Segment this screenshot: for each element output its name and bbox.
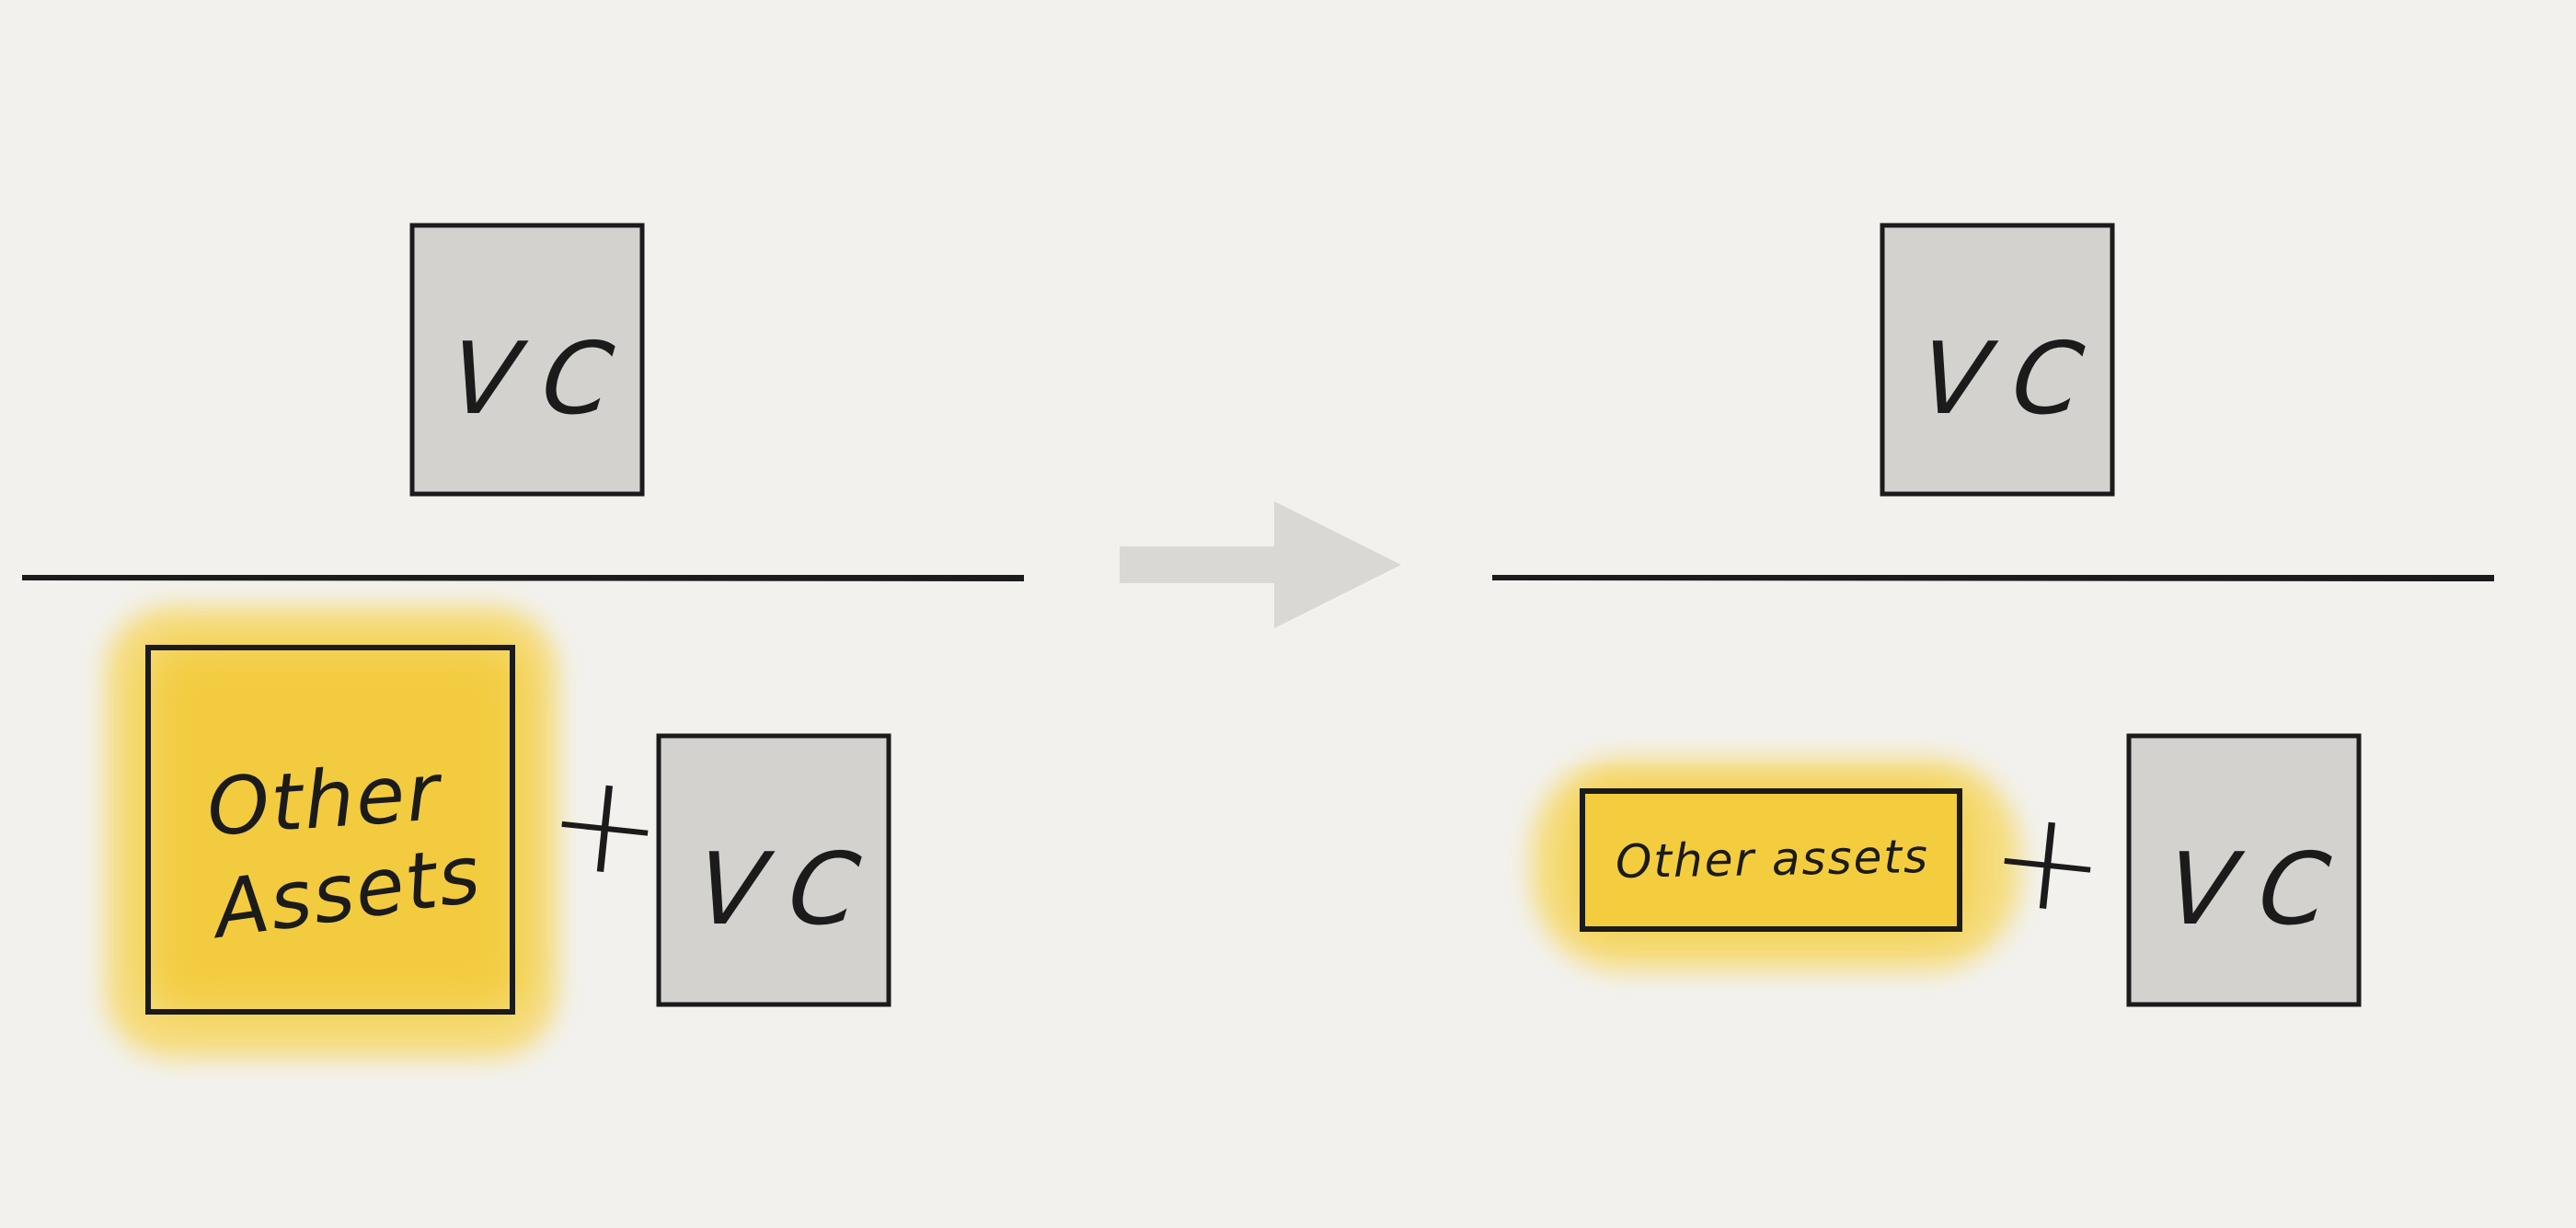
right-plus-sign: +	[1982, 775, 2116, 948]
left-fraction-line	[22, 575, 1024, 582]
left-denominator-vc-box	[656, 733, 891, 1007]
right-fraction-line	[1492, 575, 2494, 582]
right-numerator-vc-label: VC	[1915, 322, 2112, 437]
right-other-assets-label: Other assets	[1615, 830, 1930, 889]
right-denominator-vc-label: VC	[2161, 832, 2359, 947]
right-numerator-vc-box	[1880, 223, 2115, 497]
arrow-right-icon	[1120, 501, 1401, 628]
left-numerator-vc-label: VC	[444, 322, 642, 437]
left-numerator-vc-box	[409, 223, 645, 497]
left-yellow-highlight	[106, 607, 557, 1058]
right-other-assets-box	[1580, 788, 1962, 932]
left-plus-sign: +	[539, 739, 673, 912]
right-denominator-vc-box	[2126, 733, 2362, 1007]
left-other-assets-box	[145, 645, 515, 1015]
left-denominator-vc-label: VC	[691, 832, 889, 947]
